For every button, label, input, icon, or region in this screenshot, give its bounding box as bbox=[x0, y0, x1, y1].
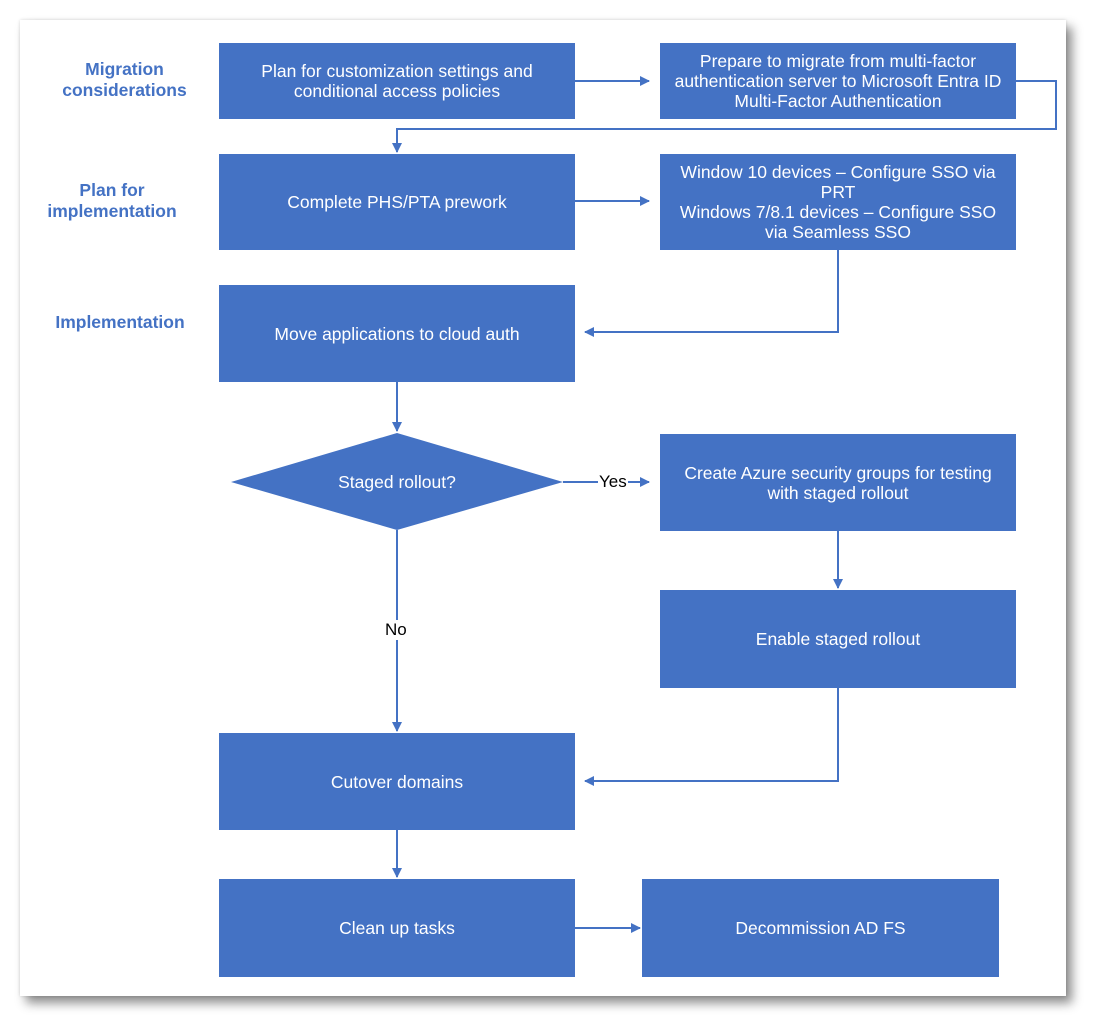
enable-staged-rollout-box: Enable staged rollout bbox=[660, 590, 1016, 688]
decision-diamond bbox=[231, 433, 563, 530]
prepare-mfa-text: Prepare to migrate from multi-factor aut… bbox=[674, 51, 1002, 111]
create-groups-text: Create Azure security groups for testing… bbox=[684, 462, 992, 503]
complete-prework-text: Complete PHS/PTA prework bbox=[287, 192, 507, 212]
create-groups-box: Create Azure security groups for testing… bbox=[660, 434, 1016, 531]
plan-customization-box: Plan for customization settings and cond… bbox=[219, 43, 575, 119]
cutover-domains-box: Cutover domains bbox=[219, 733, 575, 830]
clean-up-tasks-box: Clean up tasks bbox=[219, 879, 575, 977]
arrow-prepare-to-complete bbox=[392, 80, 1057, 153]
decommission-adfs-box: Decommission AD FS bbox=[642, 879, 999, 977]
sso-devices-text-2: Windows 7/8.1 devices – Configure SSO vi… bbox=[679, 202, 997, 242]
decommission-adfs-text: Decommission AD FS bbox=[735, 918, 906, 938]
staged-rollout-question: Staged rollout? bbox=[338, 472, 456, 492]
edge-label-yes: Yes bbox=[598, 472, 628, 491]
prepare-mfa-box: Prepare to migrate from multi-factor aut… bbox=[660, 43, 1016, 119]
clean-up-tasks-text: Clean up tasks bbox=[339, 918, 455, 938]
complete-prework-box: Complete PHS/PTA prework bbox=[219, 154, 575, 250]
section-label-implementation: Implementation bbox=[55, 312, 185, 332]
enable-staged-rollout-text: Enable staged rollout bbox=[755, 629, 921, 649]
plan-customization-text: Plan for customization settings and cond… bbox=[261, 61, 533, 101]
section-label-migration: Migration considerations bbox=[62, 59, 187, 100]
sso-devices-box: Window 10 devices – Configure SSO via PR… bbox=[660, 154, 1016, 250]
move-applications-box: Move applications to cloud auth bbox=[219, 285, 575, 382]
arrow-enable-to-cutover bbox=[584, 688, 839, 786]
arrow-sso-to-move bbox=[584, 250, 839, 337]
cutover-domains-text: Cutover domains bbox=[330, 771, 464, 792]
edge-label-no: No bbox=[383, 620, 409, 640]
section-label-plan: Plan for implementation bbox=[47, 180, 177, 221]
move-applications-text: Move applications to cloud auth bbox=[274, 323, 520, 344]
sso-devices-text-1: Window 10 devices – Configure SSO via PR… bbox=[680, 162, 996, 202]
